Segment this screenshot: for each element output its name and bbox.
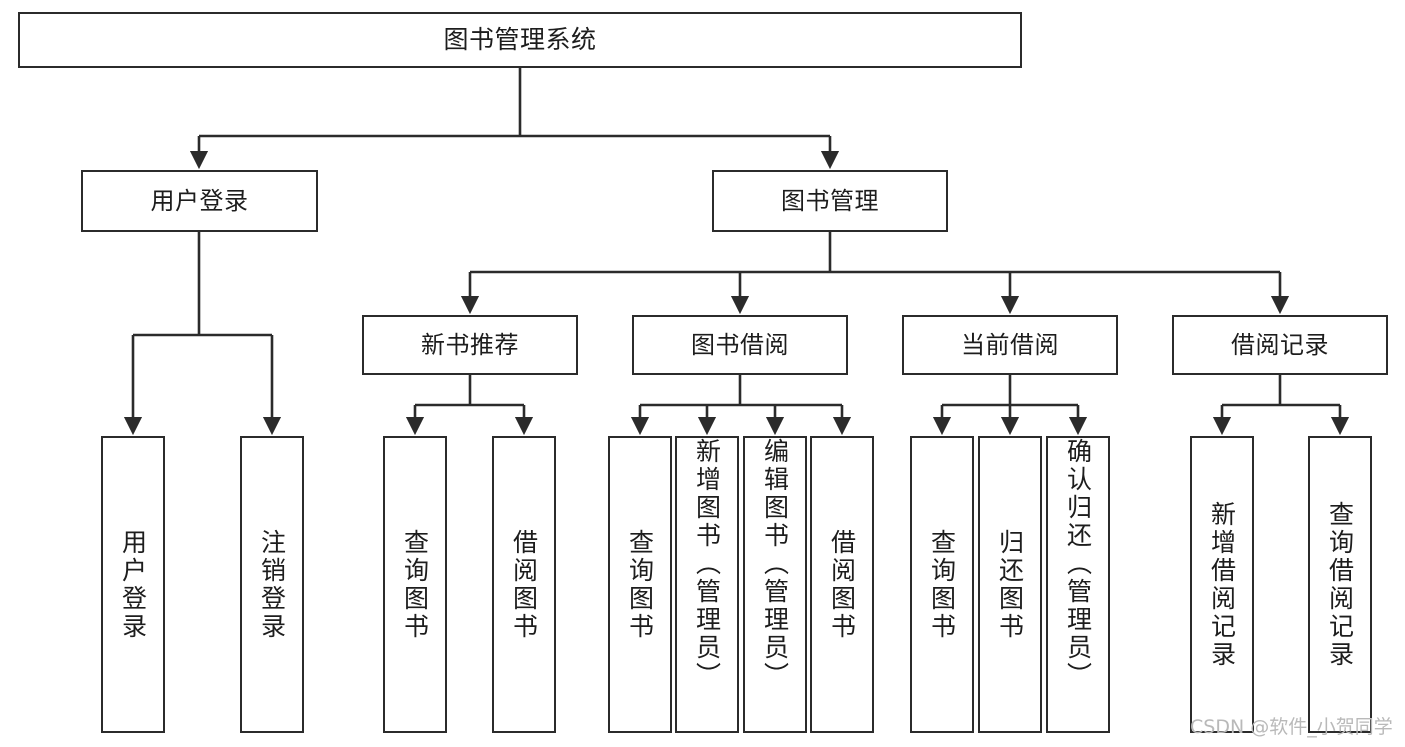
node-label: 借阅图书 xyxy=(509,528,539,641)
node-label: 用户登录 xyxy=(118,528,148,641)
leaf-user-login-signout[interactable]: 注销登录 xyxy=(240,436,304,733)
node-current-borrowing[interactable]: 当前借阅 xyxy=(902,315,1118,375)
leaf-borrow-query-books[interactable]: 查询图书 xyxy=(608,436,672,733)
node-label: 新增图书（管理员） xyxy=(692,438,722,690)
leaf-current-query-books[interactable]: 查询图书 xyxy=(910,436,974,733)
node-borrow-records[interactable]: 借阅记录 xyxy=(1172,315,1388,375)
leaf-borrow-edit-book-admin[interactable]: 编辑图书（管理员） xyxy=(743,436,807,733)
leaf-records-add-record[interactable]: 新增借阅记录 xyxy=(1190,436,1254,733)
leaf-new-book-borrow-books[interactable]: 借阅图书 xyxy=(492,436,556,733)
leaf-new-book-query-books[interactable]: 查询图书 xyxy=(383,436,447,733)
node-label: 归还图书 xyxy=(995,528,1025,641)
node-label: 借阅图书 xyxy=(827,528,857,641)
node-label: 注销登录 xyxy=(257,528,287,641)
node-label: 查询图书 xyxy=(400,528,430,641)
node-label: 确认归还（管理员） xyxy=(1063,438,1093,690)
node-new-book-recommendation[interactable]: 新书推荐 xyxy=(362,315,578,375)
node-label: 借阅记录 xyxy=(1231,330,1329,359)
node-label: 用户登录 xyxy=(150,186,249,215)
node-label: 编辑图书（管理员） xyxy=(760,438,790,690)
node-user-login[interactable]: 用户登录 xyxy=(81,170,318,232)
node-label: 新增借阅记录 xyxy=(1207,500,1237,669)
leaf-borrow-borrow-books[interactable]: 借阅图书 xyxy=(810,436,874,733)
leaf-current-confirm-return-admin[interactable]: 确认归还（管理员） xyxy=(1046,436,1110,733)
leaf-current-return-books[interactable]: 归还图书 xyxy=(978,436,1042,733)
csdn-watermark: CSDN @软件_小贺同学 xyxy=(1190,716,1393,738)
leaf-borrow-add-book-admin[interactable]: 新增图书（管理员） xyxy=(675,436,739,733)
node-label: 图书管理 xyxy=(781,186,879,215)
node-label: 查询借阅记录 xyxy=(1325,500,1355,669)
node-label: 新书推荐 xyxy=(421,330,519,359)
node-label: 当前借阅 xyxy=(961,330,1059,359)
leaf-records-query-record[interactable]: 查询借阅记录 xyxy=(1308,436,1372,733)
leaf-user-login-signin[interactable]: 用户登录 xyxy=(101,436,165,733)
node-book-management[interactable]: 图书管理 xyxy=(712,170,948,232)
node-root-book-management-system[interactable]: 图书管理系统 xyxy=(18,12,1022,68)
node-book-borrowing[interactable]: 图书借阅 xyxy=(632,315,848,375)
node-label: 查询图书 xyxy=(927,528,957,641)
node-label: 图书管理系统 xyxy=(443,25,597,55)
node-label: 查询图书 xyxy=(625,528,655,641)
node-label: 图书借阅 xyxy=(691,330,789,359)
